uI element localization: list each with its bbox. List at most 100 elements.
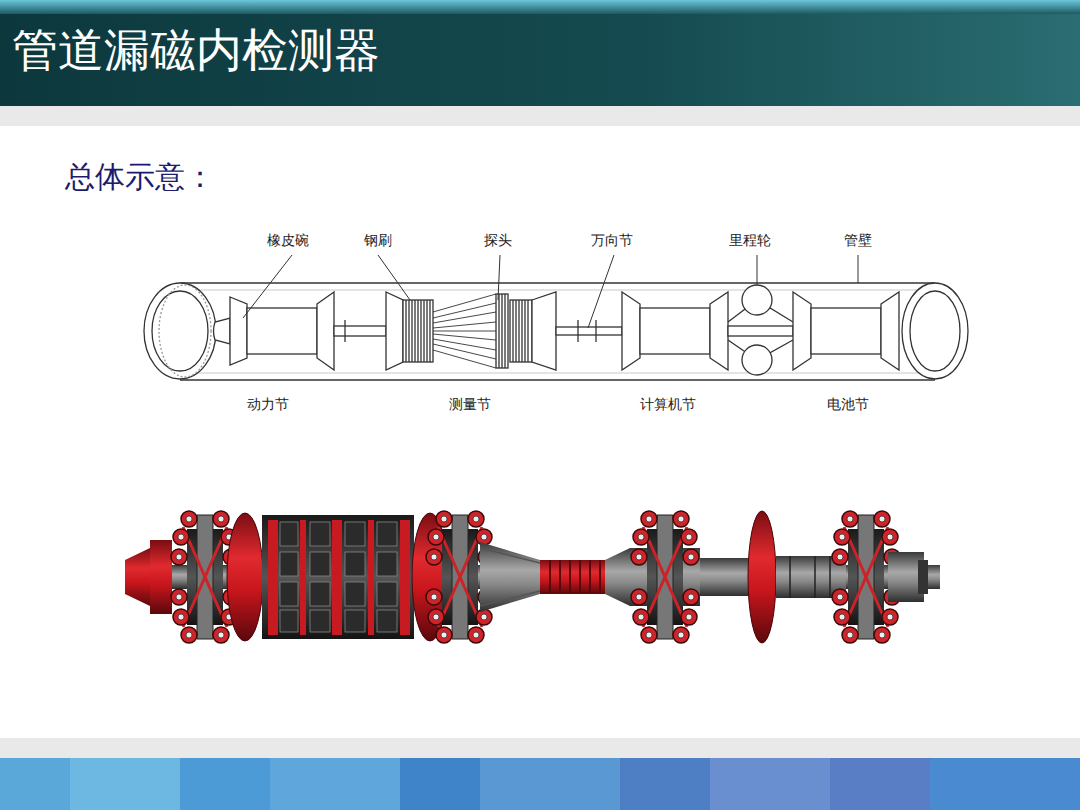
footer-band-part [930, 758, 1080, 810]
pig-schematic-part [498, 294, 499, 368]
pig-schematic-part [902, 283, 968, 379]
pig-schematic-part [214, 318, 231, 344]
pig-schematic-part [433, 350, 496, 368]
pig-schematic-part [180, 282, 935, 283]
pig-schematic-part [595, 320, 596, 342]
pig-rendering-part [748, 511, 776, 643]
pig-schematic-part [742, 345, 772, 375]
pig-schematic-part [317, 292, 334, 370]
pig-rendering-part-part [310, 610, 330, 632]
pig-schematic-part [622, 292, 640, 370]
pig-schematic-part [512, 300, 513, 362]
pig-schematic-part [230, 297, 247, 365]
pig-schematic-part [504, 294, 505, 368]
footer-band-part [180, 758, 270, 810]
pig-rendering-part-part [377, 582, 397, 606]
leader-lines-part [858, 255, 859, 283]
pig-schematic-part [414, 300, 415, 362]
pig-schematic-part [386, 292, 403, 370]
pig-rendering-part-part [480, 548, 540, 563]
footer-band-part [0, 738, 1080, 758]
pig-schematic-part [426, 300, 427, 362]
pig-schematic-part [417, 300, 418, 362]
pig-schematic-part [518, 300, 519, 362]
pig-schematic-part [510, 300, 532, 362]
part-label: 万向节 [591, 233, 633, 249]
part-label: 钢刷 [364, 233, 392, 249]
section-label: 测量节 [449, 397, 491, 413]
pig-rendering-part-part [480, 591, 540, 606]
pig-schematic-part [521, 300, 522, 362]
pig-rendering-part [550, 560, 600, 594]
footer-band [0, 738, 1080, 810]
pig-schematic-part [496, 294, 508, 368]
pig-rendering-part-part [332, 520, 342, 635]
title-band-part [0, 0, 1080, 106]
pig-rendering-part-part [345, 582, 365, 606]
pig-schematic-part [527, 300, 528, 362]
pig-rendering [125, 511, 940, 643]
pig-schematic-part [180, 290, 935, 291]
footer-band-part [710, 758, 830, 810]
pig-schematic-part [524, 300, 525, 362]
pig-schematic-part [881, 292, 899, 370]
pig-rendering-part [918, 560, 928, 594]
pig-rendering-part-part [300, 520, 306, 635]
pig-schematic-part [433, 334, 496, 340]
pig-schematic [144, 283, 968, 380]
leader-lines-part [757, 255, 758, 285]
footer-band-part [270, 758, 400, 810]
pig-schematic-part [515, 300, 516, 362]
pig-rendering-part [268, 520, 410, 635]
pig-schematic-part [710, 292, 728, 370]
pig-rendering-part [540, 560, 605, 594]
section-label: 电池节 [827, 397, 869, 413]
pig-schematic-part [501, 294, 502, 368]
pig-rendering-part-part [345, 610, 365, 632]
pig-rendering-part-part [310, 552, 330, 576]
leader-lines-part [588, 255, 614, 328]
title-band-part [0, 0, 1080, 14]
pig-schematic-part [556, 327, 622, 335]
pig-schematic-part [742, 285, 772, 315]
pig-schematic-part [152, 291, 208, 371]
pig-rendering-part-part [400, 520, 410, 635]
part-label: 探头 [484, 233, 512, 249]
leader-lines [243, 255, 858, 328]
pig-schematic-part [433, 303, 496, 318]
title-band [0, 0, 1080, 126]
pig-schematic-part [433, 294, 496, 312]
title-band-part [0, 106, 1080, 126]
footer-band-part [0, 758, 1080, 810]
leader-lines-part [243, 255, 292, 318]
pig-schematic-part [423, 300, 424, 362]
pig-rendering-part-part [829, 556, 831, 598]
pig-rendering-part-part [280, 552, 298, 576]
slide-title: 管道漏磁内检测器 [12, 24, 380, 77]
pig-rendering-part [700, 558, 750, 596]
pig-rendering-part [631, 511, 699, 643]
pig-rendering-part [480, 548, 540, 606]
pig-rendering-part-part [569, 560, 571, 594]
pig-rendering-part-part [310, 582, 330, 606]
pig-schematic-part [532, 292, 556, 370]
pig-schematic-part [433, 331, 496, 332]
section-label: 计算机节 [640, 397, 696, 413]
pig-schematic-part [728, 326, 793, 336]
pig-rendering-part-part [310, 522, 330, 546]
part-label: 管壁 [844, 233, 872, 249]
pig-schematic-part [811, 308, 881, 354]
section-heading: 总体示意： [65, 160, 215, 195]
footer-band-part [620, 758, 710, 810]
pig-rendering-part [262, 515, 414, 639]
pig-rendering-part [790, 556, 830, 598]
pig-rendering-part-part [345, 522, 365, 546]
pig-schematic-part [420, 300, 421, 362]
footer-band-part [400, 758, 480, 810]
pig-schematic-part [429, 300, 430, 362]
pig-schematic-part [433, 339, 496, 350]
pig-rendering-part [480, 542, 540, 612]
pig-rendering-part-part [599, 560, 601, 594]
pig-schematic-part [433, 344, 496, 359]
